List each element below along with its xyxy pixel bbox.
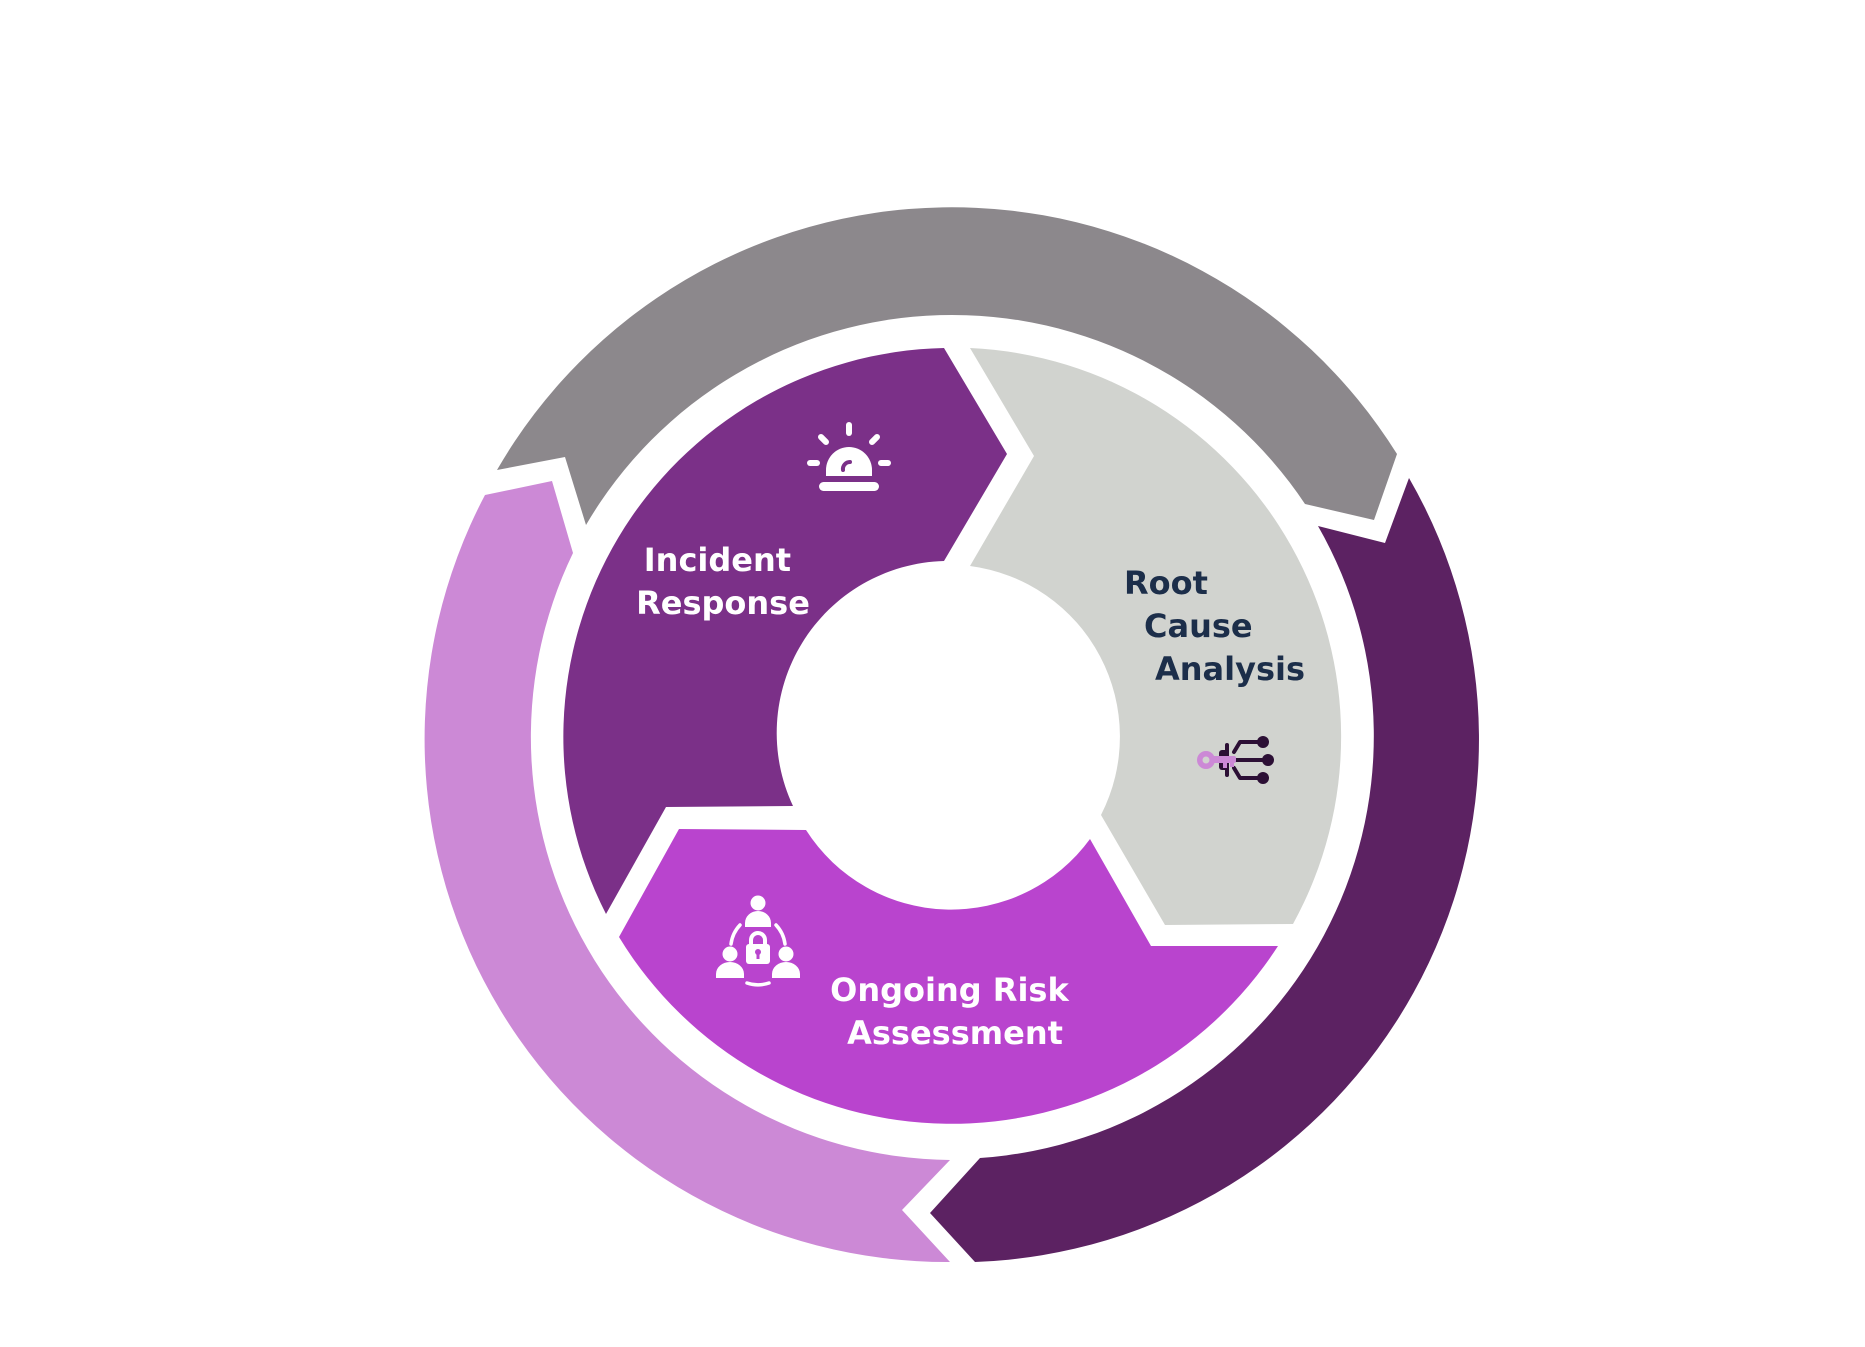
siren-icon bbox=[807, 422, 891, 491]
label-incident-line-1: Incident bbox=[644, 541, 791, 579]
outer-arrow-right bbox=[930, 478, 1479, 1262]
key-network-icon bbox=[1197, 736, 1274, 784]
label-root-line-3: Analysis bbox=[1155, 650, 1305, 688]
label-root-line-1: Root bbox=[1124, 564, 1208, 602]
label-root-cause-analysis: Root Cause Analysis bbox=[1124, 564, 1305, 688]
label-incident-line-2: Response bbox=[636, 584, 810, 622]
label-risk-line-1: Ongoing Risk bbox=[830, 971, 1069, 1009]
label-root-line-2: Cause bbox=[1144, 607, 1253, 645]
segment-incident-response bbox=[563, 348, 1007, 914]
segment-ongoing-risk-assessment bbox=[619, 829, 1278, 1124]
outer-arrow-left bbox=[424, 481, 950, 1263]
label-risk-line-2: Assessment bbox=[847, 1014, 1063, 1052]
team-lock-icon bbox=[716, 895, 800, 987]
outer-arrow-top bbox=[497, 207, 1397, 525]
segment-root-cause-analysis bbox=[970, 348, 1342, 925]
label-incident-response: Incident Response bbox=[636, 541, 810, 622]
label-ongoing-risk-assessment: Ongoing Risk Assessment bbox=[830, 971, 1080, 1052]
